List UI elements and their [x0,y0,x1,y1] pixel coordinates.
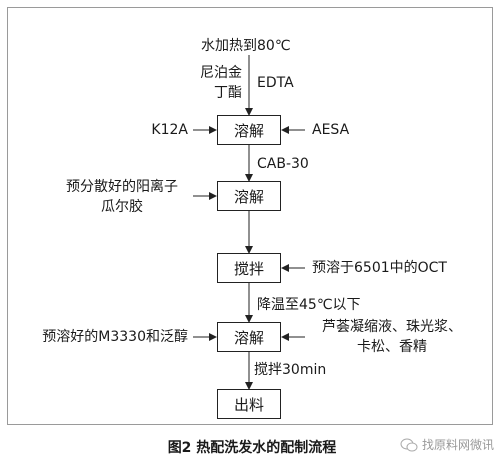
label-cab30: CAB-30 [257,156,309,172]
figure-caption: 图2 热配洗发水的配制流程 [167,440,337,456]
label-aloe-1: 芦荟凝缩液、珠光浆、 [322,319,462,335]
figure-frame [7,7,493,425]
watermark-text: 找原料网微讯 [421,438,494,452]
step-dissolve-1: 溶解 [217,115,281,145]
label-cationic-guar-1: 预分散好的阳离子 [66,179,178,195]
watermark: 找原料网微讯 [400,436,494,453]
label-stir30: 搅拌30min [254,362,327,378]
label-cool: 降温至45℃以下 [257,297,361,313]
label-nipagin-1: 尼泊金 [200,65,242,81]
step-dissolve-2: 溶解 [217,181,281,211]
step-output: 出料 [217,389,281,419]
step-dissolve-3: 溶解 [217,322,281,352]
label-aloe-2: 卡松、香精 [357,339,427,355]
label-edta: EDTA [257,75,294,91]
label-nipagin-2: 丁酯 [214,85,242,101]
wechat-icon [400,438,418,451]
step-stir: 搅拌 [217,253,281,283]
label-k12a: K12A [151,122,188,138]
label-aesa: AESA [312,122,350,138]
label-oct: 预溶于6501中的OCT [312,260,447,276]
label-m3330: 预溶好的M3330和泛醇 [42,329,188,345]
label-cationic-guar-2: 瓜尔胶 [101,199,143,215]
label-water-heat: 水加热到80℃ [201,38,291,54]
